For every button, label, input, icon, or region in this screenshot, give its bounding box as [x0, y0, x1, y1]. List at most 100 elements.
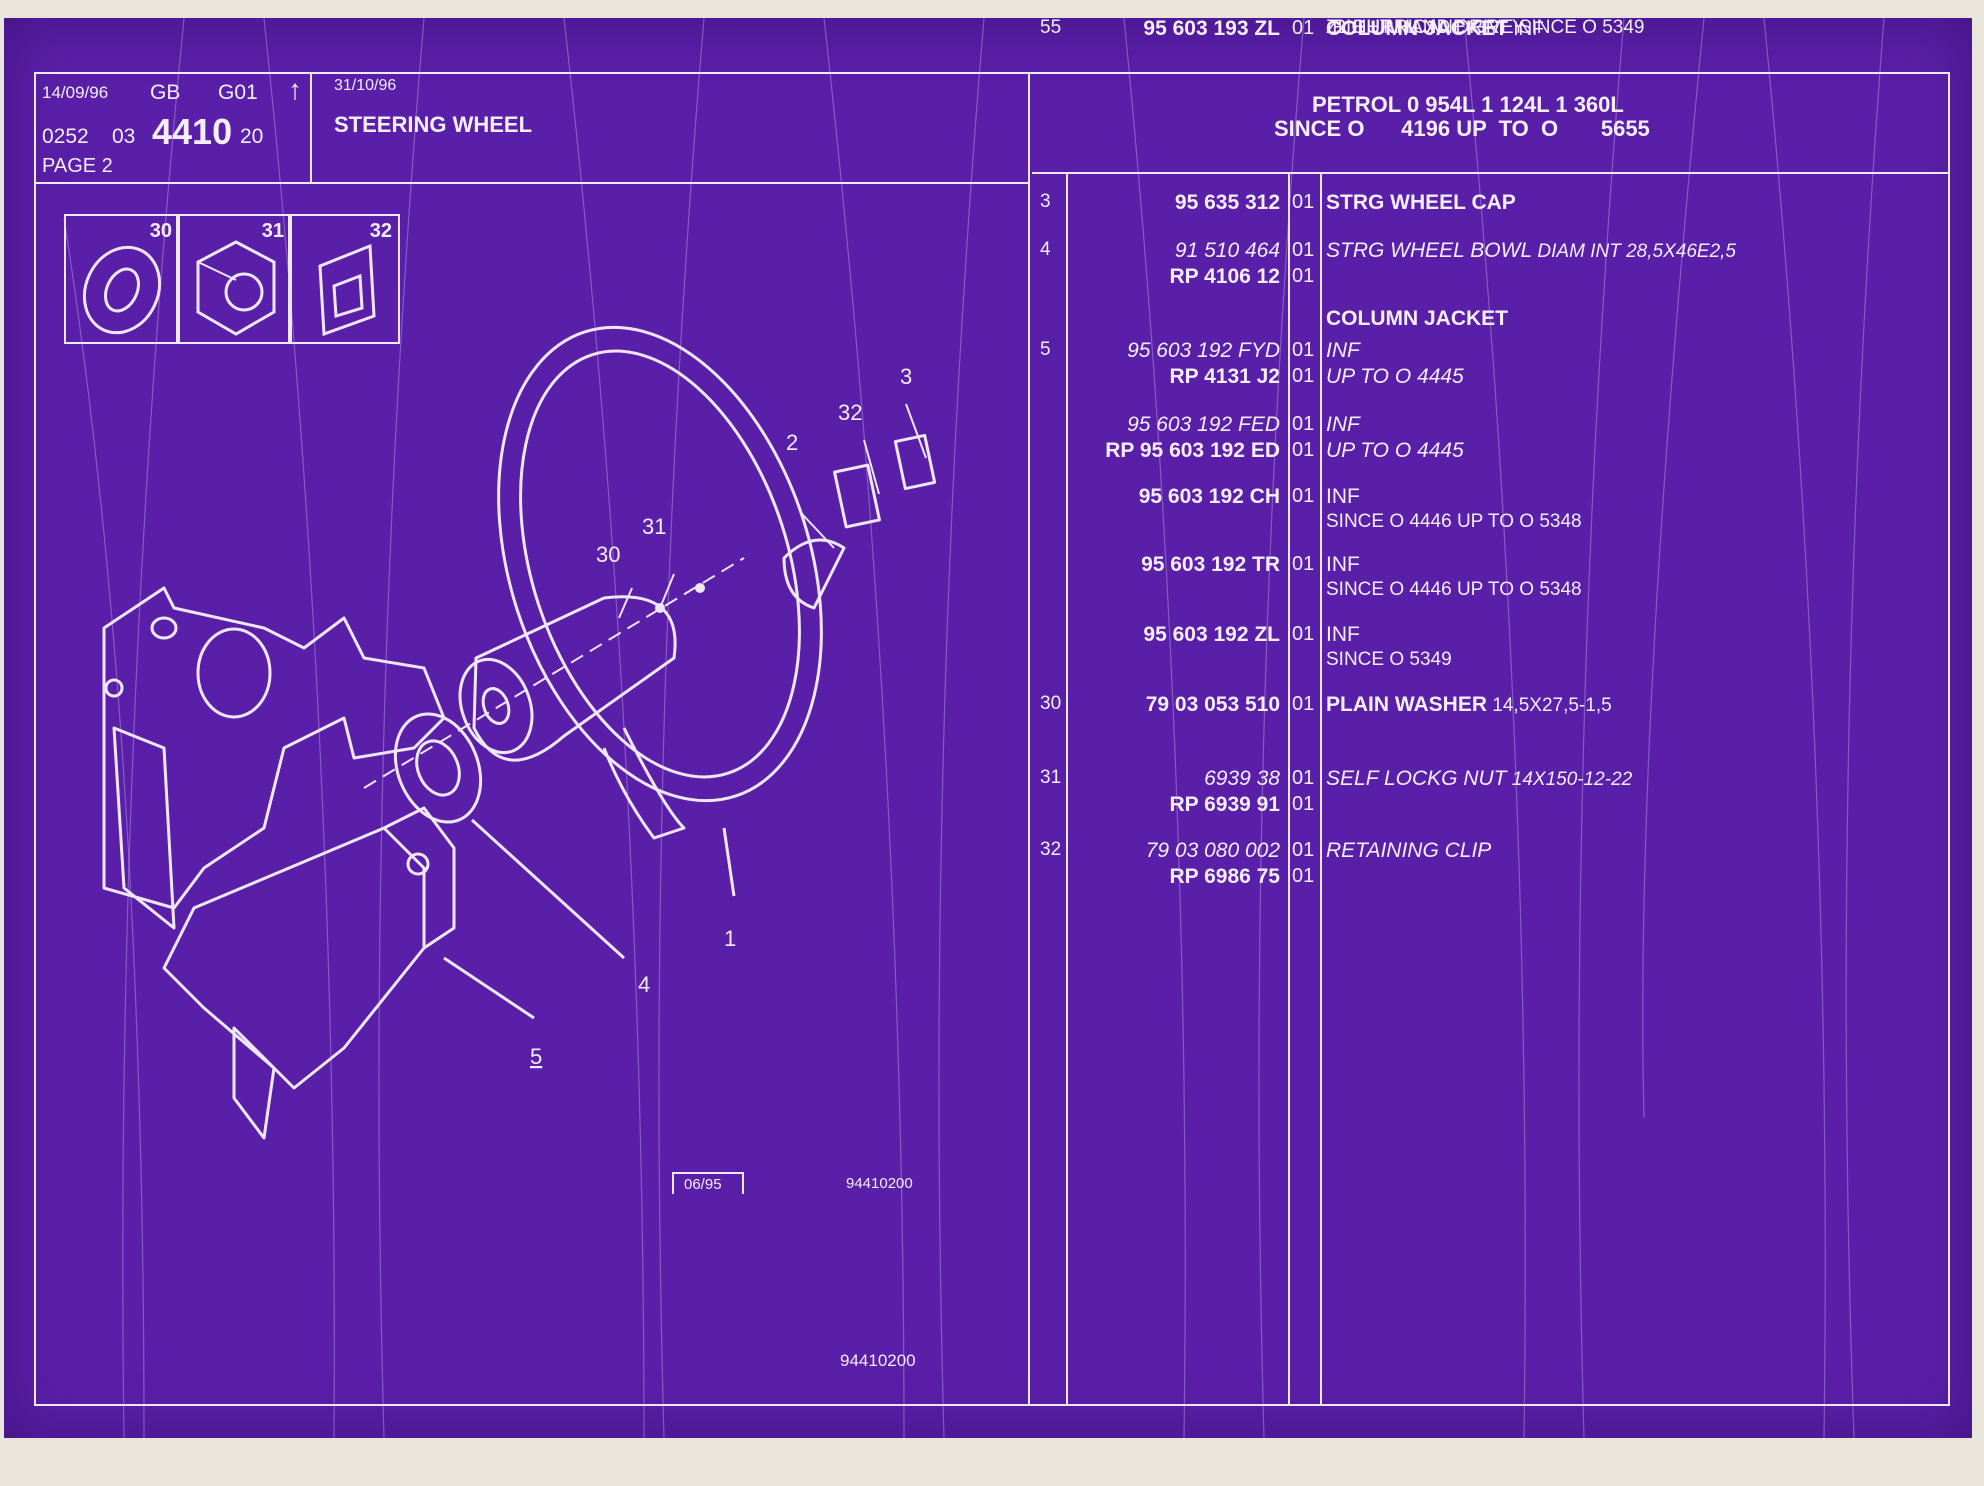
part-description: INF — [1326, 485, 1360, 508]
part-number: 95 603 192 FED — [1127, 413, 1280, 436]
part-description: STRG WHEEL CAP — [1326, 191, 1516, 214]
steering-hub — [472, 595, 677, 762]
part-number: 95 603 192 FYD — [1127, 339, 1280, 362]
ref-column-divider — [1066, 174, 1068, 1406]
part-number: 91 510 464 — [1174, 239, 1280, 262]
item-ref: 30 — [1040, 693, 1062, 714]
header-divider-left — [34, 182, 1028, 184]
callout-4: 4 — [638, 972, 650, 997]
thumbnail-31[interactable]: 31 — [176, 214, 292, 344]
part-description: -RIGHT HAND DRIVE SINCE O 5349 — [1326, 18, 1645, 38]
callout-1: 1 — [724, 926, 736, 951]
part-number: RP 6939 91 — [1169, 793, 1280, 816]
catalogue-code-c: 20 — [240, 125, 264, 148]
part-number: 95 603 192 CH — [1138, 485, 1280, 508]
part-number: 95 603 192 TR — [1141, 553, 1280, 576]
clip-icon — [318, 243, 376, 337]
catalogue-code-a: 0252 — [42, 125, 89, 148]
frame-left — [34, 72, 36, 1406]
thumbnail-number: 30 — [149, 220, 172, 242]
callout-30: 30 — [596, 542, 620, 567]
callout-3: 3 — [900, 364, 912, 389]
part-description: INF — [1326, 413, 1360, 436]
part-number: 79 03 080 002 — [1145, 839, 1280, 862]
thumbnail-number: 31 — [261, 220, 284, 242]
part-description: INF — [1326, 339, 1360, 362]
part-description: ZL HURRICANE GREY — [1326, 18, 1525, 38]
part-description: RETAINING CLIP — [1326, 839, 1492, 862]
quantity: 01 — [1292, 365, 1315, 387]
catalogue-code-b: 03 — [112, 125, 136, 148]
part-number: 95 603 193 ZL — [1143, 18, 1280, 40]
exploded-view-drawing: 1 2 3 4 5 30 31 32 — [102, 325, 937, 1140]
clip-part-32 — [833, 463, 881, 529]
sheet-code: 94410200 — [840, 1351, 916, 1370]
part-description: INF — [1326, 553, 1360, 576]
part-number: 6939 38 — [1204, 767, 1280, 790]
scratch-line — [1123, 18, 1186, 1438]
steering-wheel-rim — [497, 325, 823, 803]
thumbnail-number: 32 — [369, 220, 392, 242]
parts-catalogue-sheet: 14/09/96 GB G01 ↑ 0252 03 4410 20 PAGE 2… — [4, 18, 1972, 1438]
print-date: 14/09/96 — [42, 83, 109, 102]
cap-part-3 — [893, 433, 937, 491]
part-number: 79 03 053 510 — [1145, 693, 1280, 716]
item-ref: 31 — [1040, 767, 1062, 788]
date-box: 06/95 — [672, 1172, 744, 1194]
part-spec: 14,5X27,5-1,5 — [1487, 695, 1612, 716]
item-ref: 32 — [1040, 839, 1062, 860]
part-spec: INF — [1508, 19, 1544, 40]
cap-part-2 — [782, 538, 846, 610]
part-description: UP TO O 4445 — [1326, 439, 1464, 462]
quantity: 01 — [1292, 239, 1315, 261]
part-number: 95 603 192 ZL — [1143, 623, 1280, 646]
part-description: SINCE O 4446 UP TO O 5348 — [1326, 511, 1582, 532]
page-number: PAGE 2 — [42, 155, 113, 177]
steering-wheel-rim-inner — [519, 349, 801, 779]
item-ref: 4 — [1040, 239, 1051, 260]
section-number: 4410 — [152, 111, 233, 152]
quantity: 01 — [1292, 439, 1315, 461]
frame-top — [34, 72, 1950, 74]
quantity: 01 — [1292, 485, 1315, 507]
part-number: RP 4131 J2 — [1169, 365, 1280, 388]
frame-right — [1948, 72, 1950, 1406]
qty-column-left-divider — [1288, 174, 1290, 1406]
part-number: RP 6986 75 — [1169, 865, 1280, 888]
scratch-line — [1258, 18, 1305, 1438]
scratch-line — [1642, 18, 1705, 1119]
callout-31: 31 — [642, 514, 666, 539]
scratch-line — [1845, 18, 1885, 1438]
country-code: GB — [150, 81, 181, 104]
thumbnail-30[interactable]: 30 — [64, 214, 180, 344]
group-code: G01 — [218, 81, 258, 104]
item-ref: 55 — [1040, 18, 1062, 38]
part-spec: 14X150-12-22 — [1506, 769, 1633, 790]
thumbnail-32[interactable]: 32 — [288, 214, 400, 344]
part-number: RP 95 603 192 ED — [1105, 439, 1280, 462]
nut-icon — [196, 240, 276, 336]
part-description: COLUMN JACKET INF — [1326, 18, 1544, 40]
scratch-line — [1763, 18, 1826, 1438]
quantity: 01 — [1292, 191, 1315, 213]
column-jacket-part-5 — [102, 586, 446, 910]
callout-5: 5 — [530, 1044, 542, 1069]
frame-bottom — [34, 1404, 1950, 1406]
washer-icon — [82, 245, 162, 335]
scratch-line — [1578, 18, 1625, 1438]
quantity: 01 — [1292, 793, 1315, 815]
part-description: STRG WHEEL BOWL DIAM INT 28,5X46E2,5 — [1326, 239, 1736, 262]
callout-2: 2 — [786, 430, 798, 455]
qty-column-right-divider — [1320, 174, 1322, 1406]
header-divider-right — [1032, 172, 1950, 174]
page-title: STEERING WHEEL — [334, 112, 533, 137]
drawing-ref-code: 94410200 — [846, 1175, 913, 1192]
engine-line: PETROL 0 954L 1 124L 1 360L — [1312, 92, 1624, 117]
quantity: 01 — [1292, 265, 1315, 287]
panel-divider — [1028, 72, 1030, 1406]
header-cell-divider — [310, 72, 312, 184]
quantity: 01 — [1292, 413, 1315, 435]
up-arrow-icon: ↑ — [288, 74, 302, 105]
part-description: PLAIN WASHER 14,5X27,5-1,5 — [1326, 693, 1612, 716]
quantity: 01 — [1292, 623, 1315, 645]
